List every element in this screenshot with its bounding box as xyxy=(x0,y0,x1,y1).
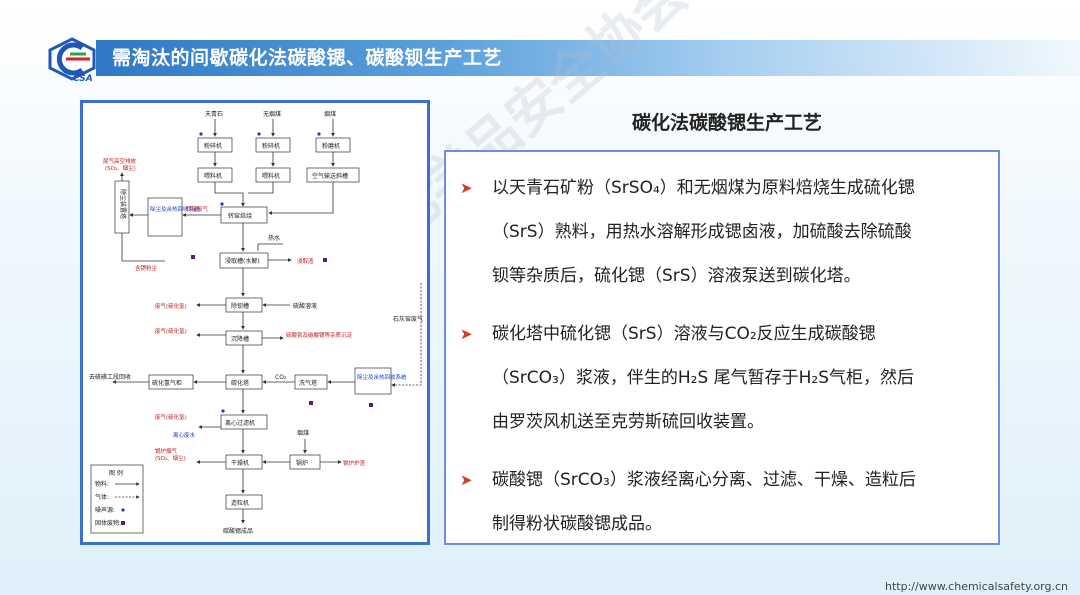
unit-label: 洗气塔 xyxy=(299,379,317,387)
bullet-line: 钡等杂质后，硫化锶（SrS）溶液泵送到碳化塔。 xyxy=(492,266,861,286)
bullet-item: ➤ 以天青石矿粉（SrSO₄）和无烟煤为原料焙烧生成硫化锶 （SrS）熟料，用热… xyxy=(460,166,990,298)
unit-label: 粉碎机 xyxy=(262,142,280,150)
legend-item: 物料: xyxy=(95,480,109,488)
unit-label: 碳化塔 xyxy=(231,379,249,387)
logo-text: CSA xyxy=(73,74,93,82)
unit-label: 除钡槽 xyxy=(231,302,249,310)
bullet-arrow-icon: ➤ xyxy=(460,325,473,343)
unit-label: 粉磨机 xyxy=(322,142,340,150)
bullet-arrow-icon: ➤ xyxy=(460,179,473,197)
bullet-line: （SrCO₃）浆液，伴生的H₂S 尾气暂存于H₂S气柜，然后 xyxy=(492,368,915,388)
input-label: 无烟煤 xyxy=(263,110,281,118)
bullet-line: 由罗茨风机送至克劳斯硫回收装置。 xyxy=(492,412,764,432)
emission-label: 锅炉烟气 xyxy=(155,447,178,455)
legend-title: 图 例 xyxy=(109,469,123,477)
flow-label: CO₂ xyxy=(275,374,287,381)
unit-label: 转窑焙烧 xyxy=(228,212,252,220)
flow-label: 热水 xyxy=(268,234,280,242)
flow-label: 转窑废气 xyxy=(186,205,209,213)
emission-label: 废气(硫化氢) xyxy=(155,413,187,421)
waste-label: 浸取渣 xyxy=(297,257,314,265)
waste-label: 离心废水 xyxy=(173,431,196,439)
unit-label: 除尘及余热回收系统 xyxy=(150,205,200,213)
bullet-line: 以天青石矿粉（SrSO₄）和无烟煤为原料焙烧生成硫化锶 xyxy=(492,178,915,198)
emission-label: (SO₂、烟尘) xyxy=(155,454,186,462)
unit-label: 锅炉 xyxy=(296,459,308,467)
unit-label: 除尘装置塔 xyxy=(119,189,127,219)
emission-label: 废气(硫化氢) xyxy=(155,302,187,310)
unit-label: 干燥机 xyxy=(231,459,249,467)
flow-label: 烟煤 xyxy=(297,429,309,437)
emission-label: 尾气高空排放 xyxy=(103,157,137,165)
input-label: 天青石 xyxy=(205,110,223,118)
legend-item: 噪声源: xyxy=(95,506,115,514)
waste-label: 含锶粉尘 xyxy=(135,264,158,272)
footer-url: http://www.chemicalsafety.org.cn xyxy=(885,580,1068,593)
emission-label: 废气(硫化氢) xyxy=(155,327,187,335)
bullet-item: ➤ 碳酸锶（SrCO₃）浆液经离心分离、过滤、干燥、造粒后 制得粉状碳酸锶成品。 xyxy=(460,458,990,546)
process-flow-diagram: 天青石 无烟煤 烟煤 粉碎机 粉碎机 粉磨机 喂料机 喂料机 空气输送斜槽 转窑… xyxy=(80,100,430,545)
section-heading: 碳化法碳酸锶生产工艺 xyxy=(631,112,822,134)
product-label: 碳酸锶成品 xyxy=(223,527,253,535)
title-band xyxy=(96,40,1080,76)
content-box: ➤ 以天青石矿粉（SrSO₄）和无烟煤为原料焙烧生成硫化锶 （SrS）熟料，用热… xyxy=(444,150,1000,545)
page-title: 需淘汰的间歇碳化法碳酸锶、碳酸钡生产工艺 xyxy=(112,47,503,69)
unit-label: 离心过滤机 xyxy=(225,419,255,427)
csa-logo-icon: CSA xyxy=(48,37,96,82)
unit-label: 硫化氢气柜 xyxy=(152,379,182,387)
input-label: 烟煤 xyxy=(324,110,336,118)
flow-label: 石灰窑废气 xyxy=(393,315,423,323)
bullet-arrow-icon: ➤ xyxy=(460,471,473,489)
unit-label: 喂料机 xyxy=(204,172,222,180)
bullet-line: 制得粉状碳酸锶成品。 xyxy=(492,514,662,534)
waste-label: 锅炉炉渣 xyxy=(343,459,366,467)
unit-label: 沉降槽 xyxy=(231,335,249,343)
bullet-line: （SrS）熟料，用热水溶解形成锶卤液，加硫酸去除硫酸 xyxy=(492,222,912,242)
bullet-item: ➤ 碳化塔中硫化锶（SrS）溶液与CO₂反应生成碳酸锶 （SrCO₃）浆液，伴生… xyxy=(460,312,990,444)
flow-label: 硫酸溶液 xyxy=(293,302,317,310)
waste-label: 硫酸钡及碳酸锶等杂质沉淀 xyxy=(286,331,353,339)
unit-label: 粉碎机 xyxy=(204,142,222,150)
unit-label: 空气输送斜槽 xyxy=(312,172,348,180)
emission-label: (SO₂、烟尘) xyxy=(105,164,136,172)
flow-label: 去硫磺工段回收 xyxy=(89,373,131,381)
bullet-line: 碳酸锶（SrCO₃）浆液经离心分离、过滤、干燥、造粒后 xyxy=(492,470,916,490)
unit-label: 造粒机 xyxy=(231,499,249,507)
unit-label: 浸取槽(水解) xyxy=(225,257,260,265)
legend-item: 气体: xyxy=(95,493,109,501)
unit-label: 喂料机 xyxy=(262,172,280,180)
unit-label: 除尘及余热回收系统 xyxy=(357,373,407,381)
bullet-line: 碳化塔中硫化锶（SrS）溶液与CO₂反应生成碳酸锶 xyxy=(492,324,876,344)
legend-item: 固体废物: xyxy=(95,519,121,527)
